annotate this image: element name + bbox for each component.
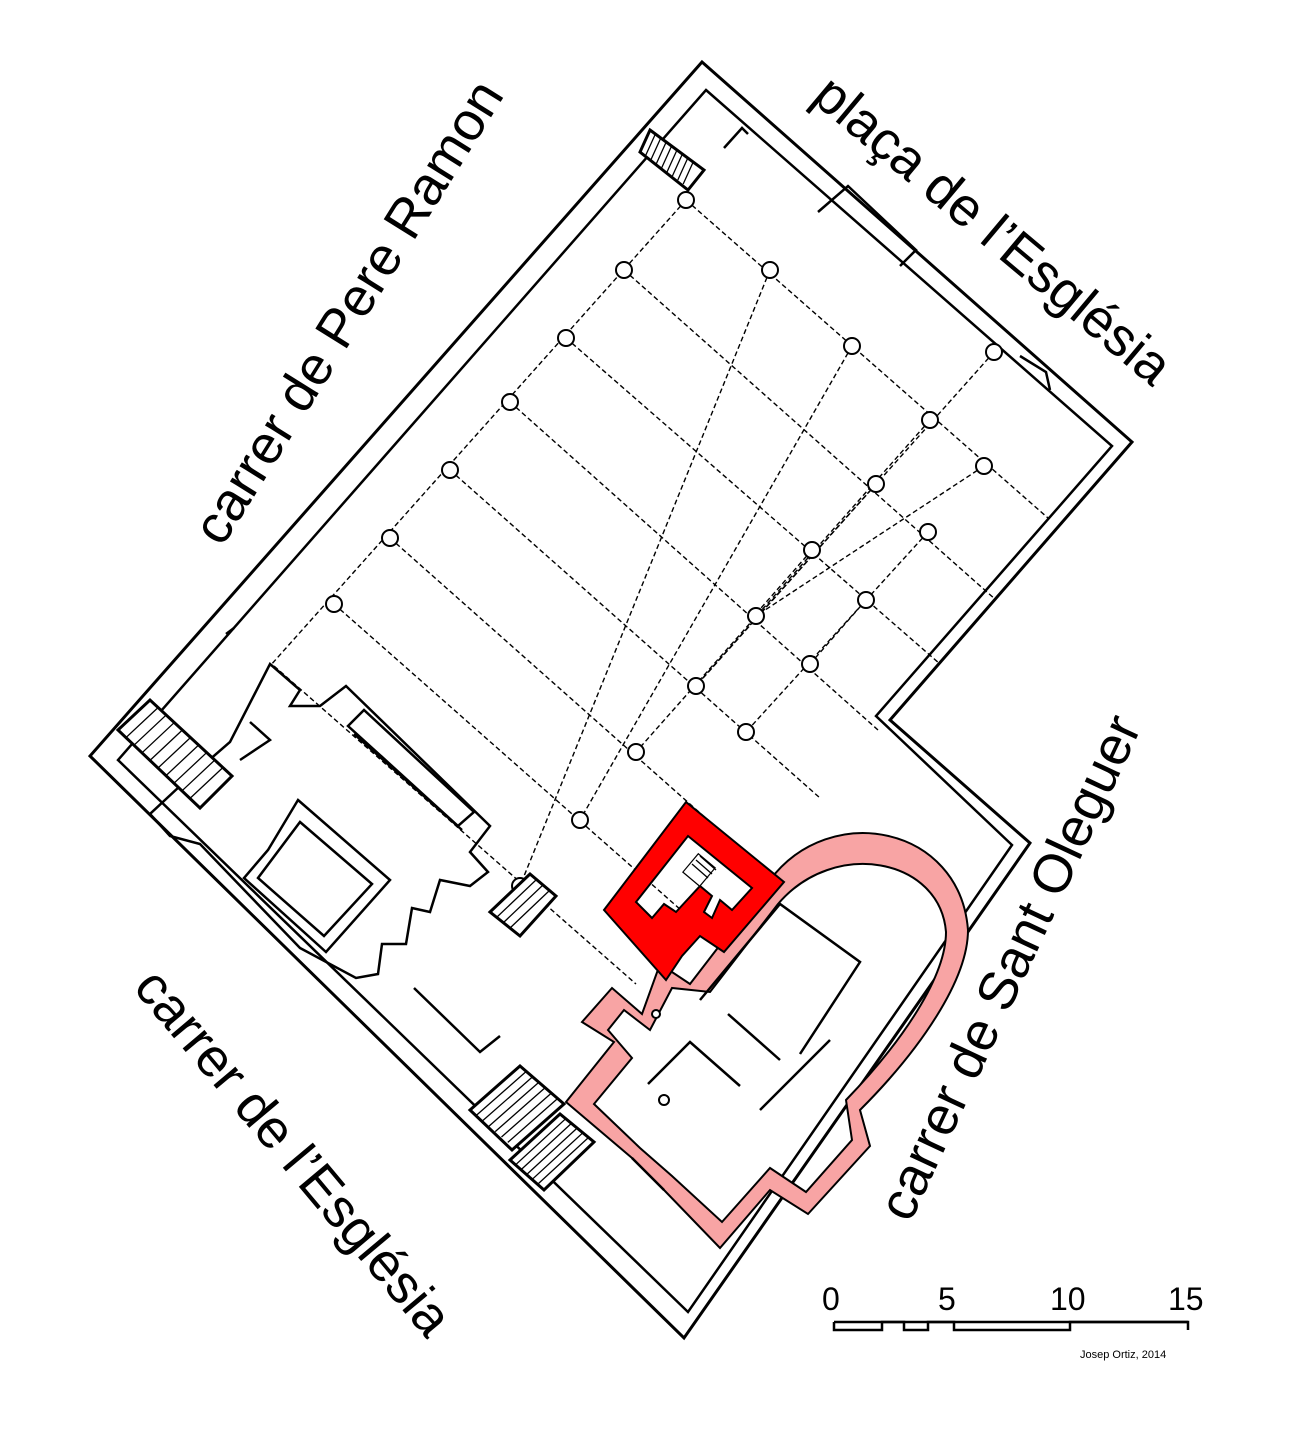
pillar <box>919 523 937 541</box>
scale-tick-5: 5 <box>938 1281 956 1317</box>
scale-bar: 0 5 10 15 <box>822 1281 1204 1332</box>
stair-tread <box>133 714 167 746</box>
stair-tread <box>149 729 183 761</box>
pillar <box>975 457 993 475</box>
stair-tread <box>173 752 207 784</box>
pillar <box>867 475 885 493</box>
stair-tread <box>189 767 223 799</box>
map-credit: Josep Ortiz, 2014 <box>1080 1349 1166 1361</box>
pillar <box>921 411 939 429</box>
stair-tread <box>666 149 678 173</box>
stair-tread <box>502 884 544 924</box>
pillar <box>801 655 819 673</box>
stair-tread <box>509 890 550 929</box>
nave-pillars <box>325 191 1003 895</box>
pillar <box>381 529 399 547</box>
stair-tread <box>157 737 191 769</box>
pillar <box>761 261 779 279</box>
scale-tick-0: 0 <box>822 1281 840 1317</box>
stair-tread <box>671 153 683 177</box>
stair-tread <box>507 1097 559 1143</box>
stair-tread <box>515 1118 567 1166</box>
stair-tread <box>141 722 175 754</box>
stair-tread <box>181 760 215 792</box>
pillar <box>677 191 695 209</box>
stair-tread <box>496 879 537 918</box>
earlier-church-outline <box>564 832 970 1250</box>
pillar <box>843 337 861 355</box>
stair-tread <box>655 141 667 165</box>
pillar <box>325 595 343 613</box>
scale-tick-15: 15 <box>1168 1281 1204 1317</box>
pillar <box>857 591 875 609</box>
stair-tread <box>494 1087 546 1133</box>
stair-tread <box>165 745 199 777</box>
scale-tick-10: 10 <box>1050 1281 1086 1317</box>
pillar <box>747 607 765 625</box>
pillar <box>803 541 821 559</box>
pillar <box>441 461 459 479</box>
pillar <box>557 329 575 347</box>
stair-tread <box>644 133 656 157</box>
stair-tread <box>538 1137 589 1184</box>
pillar <box>501 393 519 411</box>
stair-tread <box>520 1122 572 1170</box>
stair-tread <box>650 137 662 161</box>
stair-tread <box>682 161 694 185</box>
stair-tread <box>488 1081 540 1127</box>
stair-tread <box>501 1092 552 1138</box>
nave-vault-grid <box>269 199 1049 985</box>
stair-tread <box>661 145 673 169</box>
stairs <box>115 127 707 1193</box>
pillar <box>627 743 645 761</box>
pillar <box>571 811 589 829</box>
nave-outer-wall <box>87 59 1135 1341</box>
chapel-block <box>148 662 501 1054</box>
stair-tread <box>125 707 159 739</box>
pillar <box>985 343 1003 361</box>
pillar <box>687 677 705 695</box>
stair-tread <box>482 1076 534 1122</box>
stair-tread <box>526 1127 578 1175</box>
pillar <box>615 261 633 279</box>
stair-tread <box>532 1132 584 1180</box>
pillar <box>737 723 755 741</box>
stair-tread <box>677 157 689 181</box>
bell-tower <box>602 800 786 982</box>
stair-tread <box>475 1070 527 1116</box>
